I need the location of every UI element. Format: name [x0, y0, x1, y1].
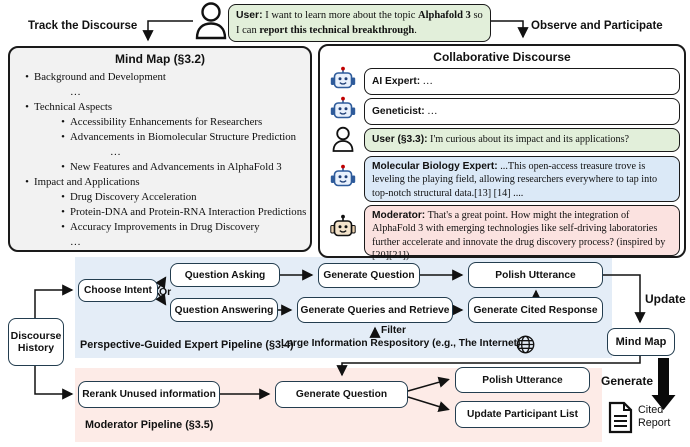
bullet: • — [25, 176, 29, 188]
person-icon — [330, 125, 358, 158]
mindmap-item: … — [56, 235, 310, 250]
mind-map-small-box: Mind Map — [607, 328, 675, 356]
filter-label: Filter — [381, 325, 406, 336]
mindmap-item: • Background and Development — [20, 70, 310, 85]
message-text: … — [424, 106, 438, 117]
user-text-1: I want to learn more about the topic — [262, 10, 418, 21]
moderator-generate-question-box: Generate Question — [275, 381, 408, 408]
user-goal: report this technical breakthrough — [259, 25, 415, 36]
moderator-polish-utterance-box: Polish Utterance — [455, 367, 590, 393]
message-geneticist: Geneticist: … — [364, 98, 680, 125]
robot-icon — [330, 66, 358, 99]
message-text: That's a great point. How might the inte… — [372, 210, 666, 262]
mindmap-item-text: Accuracy Improvements in Drug Discovery — [70, 221, 260, 233]
user-query-bubble: User: I want to learn more about the top… — [228, 4, 491, 42]
collaborative-discourse-title: Collaborative Discourse — [433, 50, 571, 64]
bullet — [56, 85, 70, 100]
mindmap-item: • Protein-DNA and Protein-RNA Interaction… — [56, 205, 310, 220]
mindmap-item: • Impact and Applications — [20, 175, 310, 190]
message-user: User (§3.3): I'm curious about its impac… — [364, 128, 680, 152]
bullet: • — [61, 191, 65, 203]
mindmap-item: … — [96, 145, 310, 160]
polish-utterance-box: Polish Utterance — [468, 262, 603, 288]
collaborative-discourse-panel: Collaborative Discourse AI Expert: … Gen… — [318, 44, 686, 261]
mindmap-item: • Drug Discovery Acceleration — [56, 190, 310, 205]
update-label: Update — [645, 292, 686, 306]
message-text: … — [420, 76, 433, 87]
track-discourse-label: Track the Discourse — [28, 20, 138, 32]
message-text: I'm curious about its impact and its app… — [427, 134, 630, 145]
mindmap-item-text: … — [110, 146, 121, 158]
user-text-2: so I can — [236, 10, 483, 36]
rerank-unused-information-box: Rerank Unused information — [78, 381, 220, 408]
mindmap-item-text: Impact and Applications — [34, 176, 140, 188]
robot-icon — [330, 164, 358, 197]
question-answering-box: Question Answering — [170, 298, 278, 322]
generate-question-box: Generate Question — [318, 263, 420, 288]
user-topic: Alphafold 3 — [418, 10, 471, 21]
mindmap-item: … — [56, 85, 310, 100]
expert-pipeline-label: Perspective-Guided Expert Pipeline (§3.4… — [80, 339, 294, 351]
mindmap-item-text: New Features and Advancements in AlphaFo… — [70, 161, 282, 173]
bullet: • — [61, 131, 65, 143]
mindmap-item: • Advancements in Biomolecular Structure … — [56, 130, 310, 145]
mindmap-item: • Accuracy Improvements in Drug Discovery — [56, 220, 310, 235]
mindmap-item-text: Technical Aspects — [34, 101, 113, 113]
bullet: • — [61, 206, 65, 218]
generate-queries-retrieve-box: Generate Queries and Retrieve — [297, 297, 453, 323]
cited-report-label: Cited Report — [638, 404, 671, 429]
mindmap-item: • Accessibility Enhancements for Research… — [56, 115, 310, 130]
robot-icon — [330, 96, 358, 129]
speaker-label: Molecular Biology Expert: — [372, 161, 498, 172]
globe-icon — [515, 334, 536, 360]
choose-intent-box: Choose Intent — [78, 279, 158, 302]
generate-cited-response-box: Generate Cited Response — [468, 297, 603, 323]
cited-report-document-icon — [607, 401, 634, 439]
user-text-3: . — [414, 25, 417, 36]
update-participant-list-box: Update Participant List — [455, 401, 590, 428]
bullet: • — [61, 221, 65, 233]
mind-map-title: Mind Map (§3.2) — [114, 52, 205, 66]
mind-map-panel: Mind Map (§3.2) • Background and Developm… — [8, 46, 312, 252]
speaker-label: User (§3.3): — [372, 134, 428, 145]
user-person-icon — [193, 0, 229, 47]
bullet: • — [61, 116, 65, 128]
message-molecular-biology-expert: Molecular Biology Expert: ...This open-a… — [364, 156, 680, 202]
bullet: • — [25, 71, 29, 83]
generate-label: Generate — [601, 374, 654, 388]
mind-map-list: • Background and Development … • Technical… — [10, 70, 310, 250]
bullet: • — [25, 101, 29, 113]
repository-label: Large Information Respository (e.g., The… — [281, 338, 521, 349]
message-moderator: Moderator: That's a great point. How mig… — [364, 205, 680, 261]
mindmap-item: • Technical Aspects — [20, 100, 310, 115]
message-text: ...This open-access treasure trove is le… — [372, 161, 658, 199]
robot-icon — [330, 214, 358, 247]
speaker-label: Geneticist: — [372, 106, 425, 117]
discourse-history-box: Discourse History — [8, 318, 64, 366]
bullet: • — [61, 161, 65, 173]
or-label: Or — [159, 286, 172, 298]
speaker-label: AI Expert: — [372, 76, 421, 87]
mindmap-item-text: Background and Development — [34, 71, 166, 83]
bullet — [96, 145, 110, 160]
generate-thick-arrow — [651, 358, 676, 410]
mindmap-item-text: … — [70, 86, 81, 98]
speaker-label: Moderator: — [372, 210, 426, 221]
mindmap-item-text: Protein-DNA and Protein-RNA Interaction … — [70, 206, 307, 218]
mindmap-item: • New Features and Advancements in AlphaF… — [56, 160, 310, 175]
mindmap-item-text: Advancements in Biomolecular Structure P… — [70, 131, 297, 143]
moderator-pipeline-label: Moderator Pipeline (§3.5) — [85, 419, 214, 431]
mindmap-item-text: … — [70, 236, 81, 248]
user-speaker: User: — [236, 10, 263, 21]
bullet — [56, 235, 70, 250]
question-asking-box: Question Asking — [170, 263, 280, 287]
message-ai-expert: AI Expert: … — [364, 68, 680, 95]
mindmap-item-text: Drug Discovery Acceleration — [70, 191, 197, 203]
mindmap-item-text: Accessibility Enhancements for Researche… — [70, 116, 263, 128]
observe-participate-label: Observe and Participate — [531, 20, 663, 32]
